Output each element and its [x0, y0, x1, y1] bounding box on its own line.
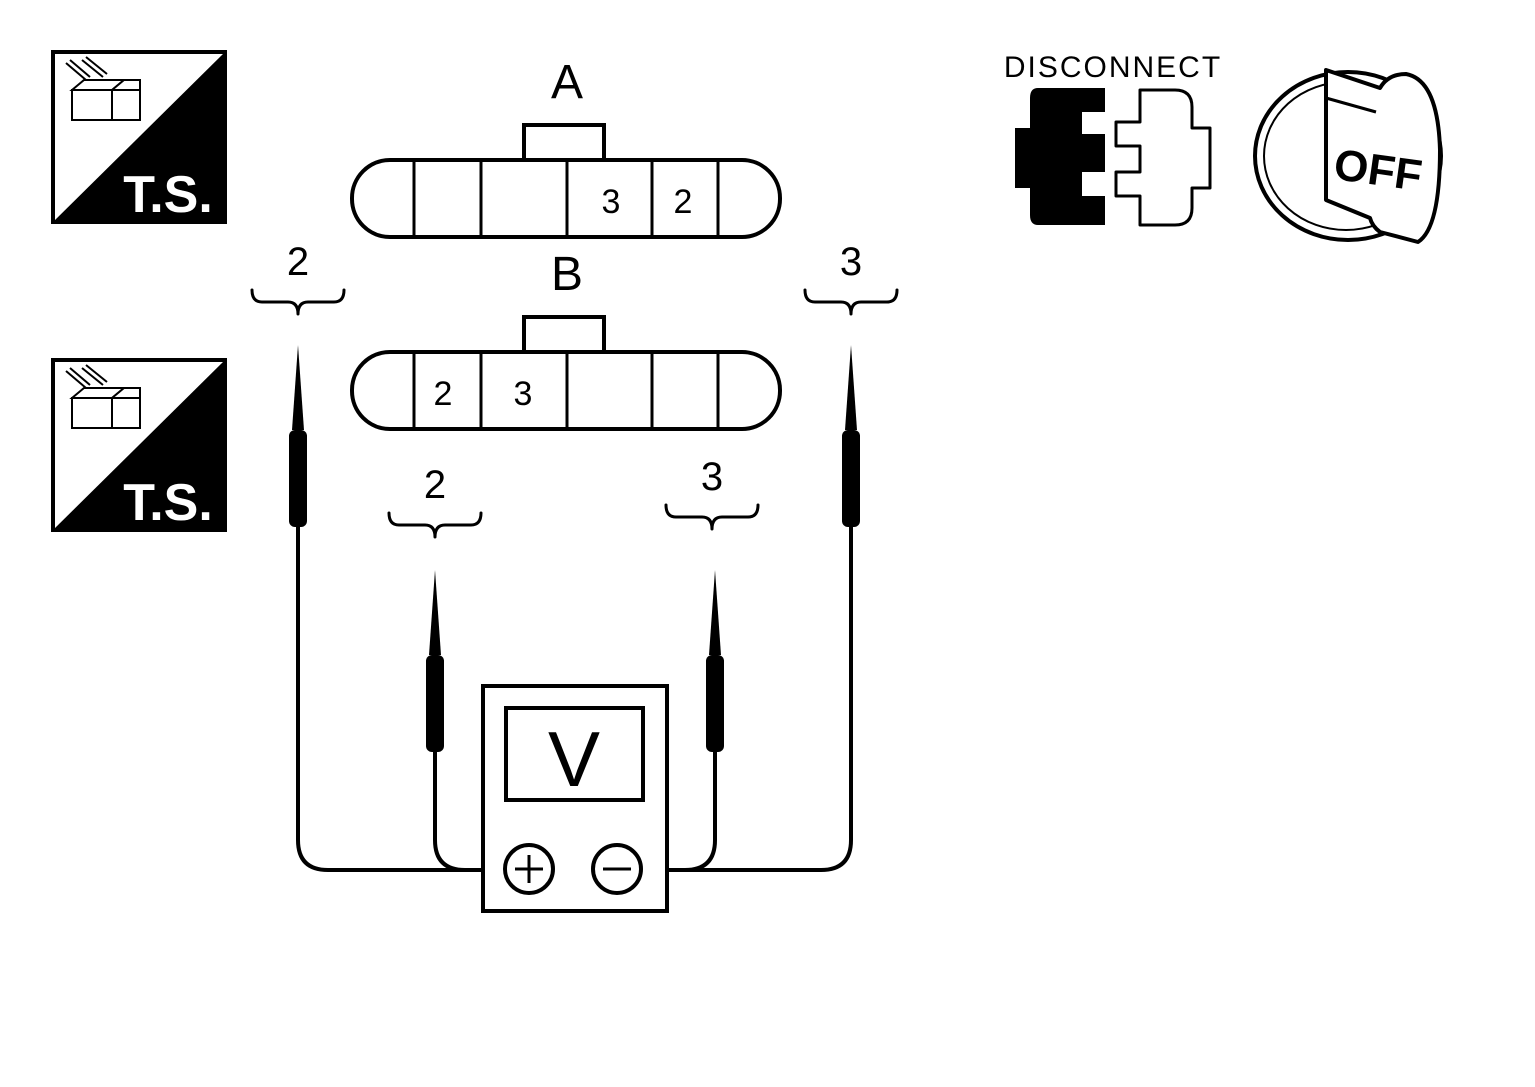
test-badge-label: T.S.: [123, 474, 213, 532]
connector-b-pin-2: 2: [434, 375, 453, 413]
svg-text:3: 3: [701, 455, 723, 499]
disconnect-label: DISCONNECT: [1004, 51, 1222, 84]
connector-a: A 3 2: [350, 56, 782, 239]
terminal-label-a-positive: 2: [250, 240, 346, 316]
probe-a-negative: [842, 345, 860, 527]
test-badge-label: T.S.: [123, 166, 213, 224]
connector-icon: [65, 364, 141, 429]
connector-a-label: A: [551, 56, 583, 109]
svg-text:3: 3: [840, 240, 862, 284]
probe-b-positive: [426, 570, 444, 752]
connector-icon: [65, 56, 141, 121]
test-badge-bottom: T.S.: [51, 358, 227, 532]
ignition-off-label: OFF: [1331, 140, 1425, 201]
terminal-label-b-positive: 2: [387, 463, 483, 539]
terminal-label-b-negative: 3: [664, 455, 760, 531]
connector-b: B 2 3: [350, 248, 782, 431]
connector-a-pin-2: 2: [674, 183, 693, 221]
probe-wires: [296, 523, 853, 872]
probe-a-positive: [289, 345, 307, 527]
svg-text:2: 2: [287, 240, 309, 284]
connector-b-label: B: [551, 248, 583, 301]
ignition-key-icon: OFF: [1253, 68, 1443, 244]
svg-text:2: 2: [424, 463, 446, 507]
voltmeter-icon: V: [481, 684, 669, 913]
voltmeter-label: V: [548, 715, 600, 803]
connector-b-pin-3: 3: [514, 375, 533, 413]
terminal-label-a-negative: 3: [803, 240, 899, 316]
disconnect-connector-icon: DISCONNECT: [1004, 51, 1222, 227]
connector-a-pin-3: 3: [602, 183, 621, 221]
test-badge-top: T.S.: [51, 50, 227, 224]
probe-b-negative: [706, 570, 724, 752]
